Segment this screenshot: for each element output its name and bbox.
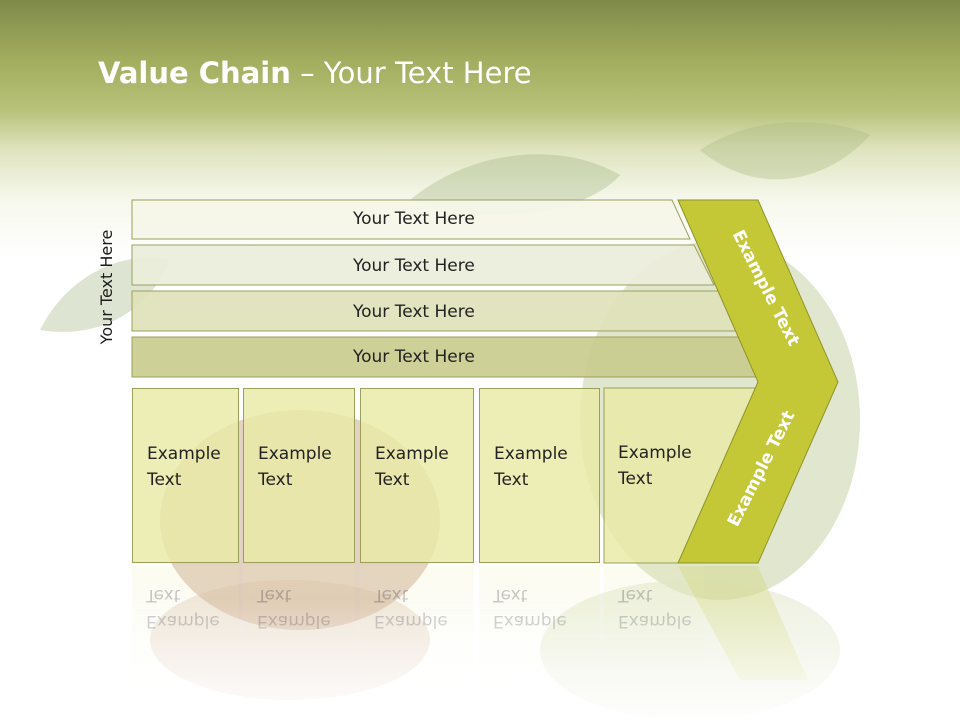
- primary-box-2: Example Text: [243, 388, 355, 563]
- box-line-1: Example: [494, 444, 568, 464]
- margin-chevron: [677, 199, 839, 564]
- primary-box-3: Example Text: [360, 388, 474, 563]
- title-rest: – Your Text Here: [290, 56, 532, 90]
- box-line-1: Example: [147, 444, 221, 464]
- support-bar-1: [131, 199, 691, 240]
- support-bar-label-2: Your Text Here: [353, 256, 475, 276]
- support-bar-2: [131, 244, 715, 286]
- primary-box-1: Example Text: [132, 388, 239, 563]
- support-bar-label-4: Your Text Here: [353, 347, 475, 367]
- bottom-fade: [0, 600, 960, 720]
- primary-box-text: Example Text: [147, 441, 221, 493]
- primary-box-text: Example Text: [618, 440, 692, 492]
- support-bar-label-3: Your Text Here: [353, 302, 475, 322]
- box-line-2: Text: [258, 470, 293, 490]
- slide-title: Value Chain – Your Text Here: [98, 56, 532, 90]
- box-line-1: Example: [618, 443, 692, 463]
- primary-box-5: Example Text: [604, 388, 704, 563]
- box-line-2: Text: [494, 470, 529, 490]
- box-line-2: Text: [375, 470, 410, 490]
- support-bar-label-1: Your Text Here: [353, 209, 475, 229]
- box-line-2: Text: [147, 470, 182, 490]
- primary-box-text: Example Text: [494, 441, 568, 493]
- box-line-1: Example: [258, 444, 332, 464]
- box-line-2: Text: [618, 469, 653, 489]
- primary-box-4: Example Text: [479, 388, 600, 563]
- title-bold: Value Chain: [98, 56, 291, 90]
- primary-box-text: Example Text: [258, 441, 332, 493]
- primary-box-text: Example Text: [375, 441, 449, 493]
- box-line-1: Example: [375, 444, 449, 464]
